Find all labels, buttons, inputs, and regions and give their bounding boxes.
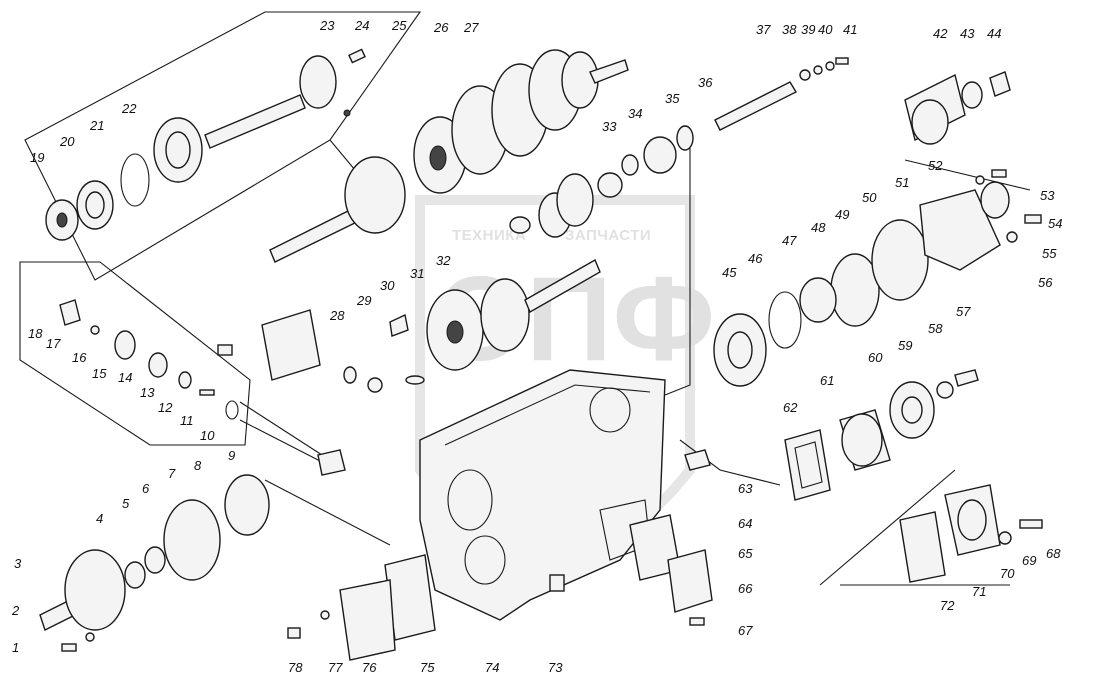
callout-22: 22 <box>121 101 137 116</box>
callout-1: 1 <box>12 640 19 655</box>
pto-flange-group <box>899 484 1043 583</box>
shaft-pin-group <box>714 57 849 131</box>
callout-36: 36 <box>698 75 713 90</box>
callout-18: 18 <box>28 326 43 341</box>
callout-10: 10 <box>200 428 215 443</box>
callout-6: 6 <box>142 481 150 496</box>
callout-26: 26 <box>433 20 449 35</box>
callout-44: 44 <box>987 26 1001 41</box>
callout-58: 58 <box>928 321 943 336</box>
callout-2: 2 <box>11 603 20 618</box>
front-cover-group <box>39 474 270 652</box>
callout-75: 75 <box>420 660 435 675</box>
inspection-cover-group <box>629 514 713 626</box>
callout-50: 50 <box>862 190 877 205</box>
input-shaft-group <box>45 48 366 241</box>
gasket-62 <box>784 429 831 501</box>
callout-55: 55 <box>1042 246 1057 261</box>
main-shaft-assembly <box>269 49 629 263</box>
callout-43: 43 <box>960 26 975 41</box>
callout-30: 30 <box>380 278 395 293</box>
callout-61: 61 <box>820 373 834 388</box>
callout-8: 8 <box>194 458 202 473</box>
callout-42: 42 <box>933 26 948 41</box>
detent-parts-group <box>59 299 346 476</box>
callout-4: 4 <box>96 511 103 526</box>
callout-35: 35 <box>665 91 680 106</box>
callout-53: 53 <box>1040 188 1055 203</box>
callout-62: 62 <box>783 400 798 415</box>
watermark-text-right: ЗАПЧАСТИ <box>565 227 651 244</box>
callout-41: 41 <box>843 22 857 37</box>
callout-77: 77 <box>328 660 343 675</box>
callout-68: 68 <box>1046 546 1061 561</box>
callout-37: 37 <box>756 22 771 37</box>
callout-33: 33 <box>602 119 617 134</box>
callout-40: 40 <box>818 22 833 37</box>
callout-32: 32 <box>436 253 451 268</box>
callout-15: 15 <box>92 366 107 381</box>
callout-9: 9 <box>228 448 235 463</box>
callout-78: 78 <box>288 660 303 675</box>
callout-65: 65 <box>738 546 753 561</box>
callout-13: 13 <box>140 385 155 400</box>
callout-66: 66 <box>738 581 753 596</box>
callout-29: 29 <box>356 293 371 308</box>
callout-7: 7 <box>168 466 176 481</box>
callout-21: 21 <box>89 118 104 133</box>
gearbox-housing <box>419 369 666 621</box>
rear-cover-group <box>830 169 1042 327</box>
callout-74: 74 <box>485 660 499 675</box>
callout-38: 38 <box>782 22 797 37</box>
callout-39: 39 <box>801 22 815 37</box>
side-flange-group <box>839 369 979 471</box>
callout-72: 72 <box>940 598 955 613</box>
callout-54: 54 <box>1048 216 1062 231</box>
watermark-text-left: ТЕХНИКА <box>452 227 526 244</box>
callout-5: 5 <box>122 496 130 511</box>
callout-71: 71 <box>972 584 986 599</box>
callout-47: 47 <box>782 233 797 248</box>
callout-59: 59 <box>898 338 912 353</box>
misc-small-parts <box>217 309 711 661</box>
group-frames <box>19 11 1010 586</box>
callout-34: 34 <box>628 106 642 121</box>
callout-60: 60 <box>868 350 883 365</box>
callout-11: 11 <box>180 413 194 428</box>
callout-67: 67 <box>738 623 753 638</box>
callout-27: 27 <box>463 20 479 35</box>
callout-63: 63 <box>738 481 753 496</box>
callout-20: 20 <box>59 134 75 149</box>
callout-28: 28 <box>329 308 345 323</box>
callout-73: 73 <box>548 660 563 675</box>
callout-12: 12 <box>158 400 173 415</box>
countershaft-group <box>426 125 694 371</box>
callout-23: 23 <box>319 18 335 33</box>
callout-56: 56 <box>1038 275 1053 290</box>
callout-64: 64 <box>738 516 752 531</box>
callout-17: 17 <box>46 336 61 351</box>
callout-3: 3 <box>14 556 22 571</box>
callout-45: 45 <box>722 265 737 280</box>
callout-19: 19 <box>30 150 44 165</box>
callout-24: 24 <box>354 18 369 33</box>
callout-49: 49 <box>835 207 849 222</box>
callout-31: 31 <box>410 266 424 281</box>
callout-14: 14 <box>118 370 132 385</box>
callout-52: 52 <box>928 158 943 173</box>
callout-76: 76 <box>362 660 377 675</box>
callout-46: 46 <box>748 251 763 266</box>
output-flange-group <box>904 71 1011 145</box>
bearing-group <box>713 277 837 387</box>
callout-48: 48 <box>811 220 826 235</box>
callout-57: 57 <box>956 304 971 319</box>
callout-25: 25 <box>391 18 407 33</box>
callout-16: 16 <box>72 350 87 365</box>
callout-51: 51 <box>895 175 909 190</box>
leader-arrows <box>239 130 1031 546</box>
callout-69: 69 <box>1022 553 1036 568</box>
callout-70: 70 <box>1000 566 1015 581</box>
